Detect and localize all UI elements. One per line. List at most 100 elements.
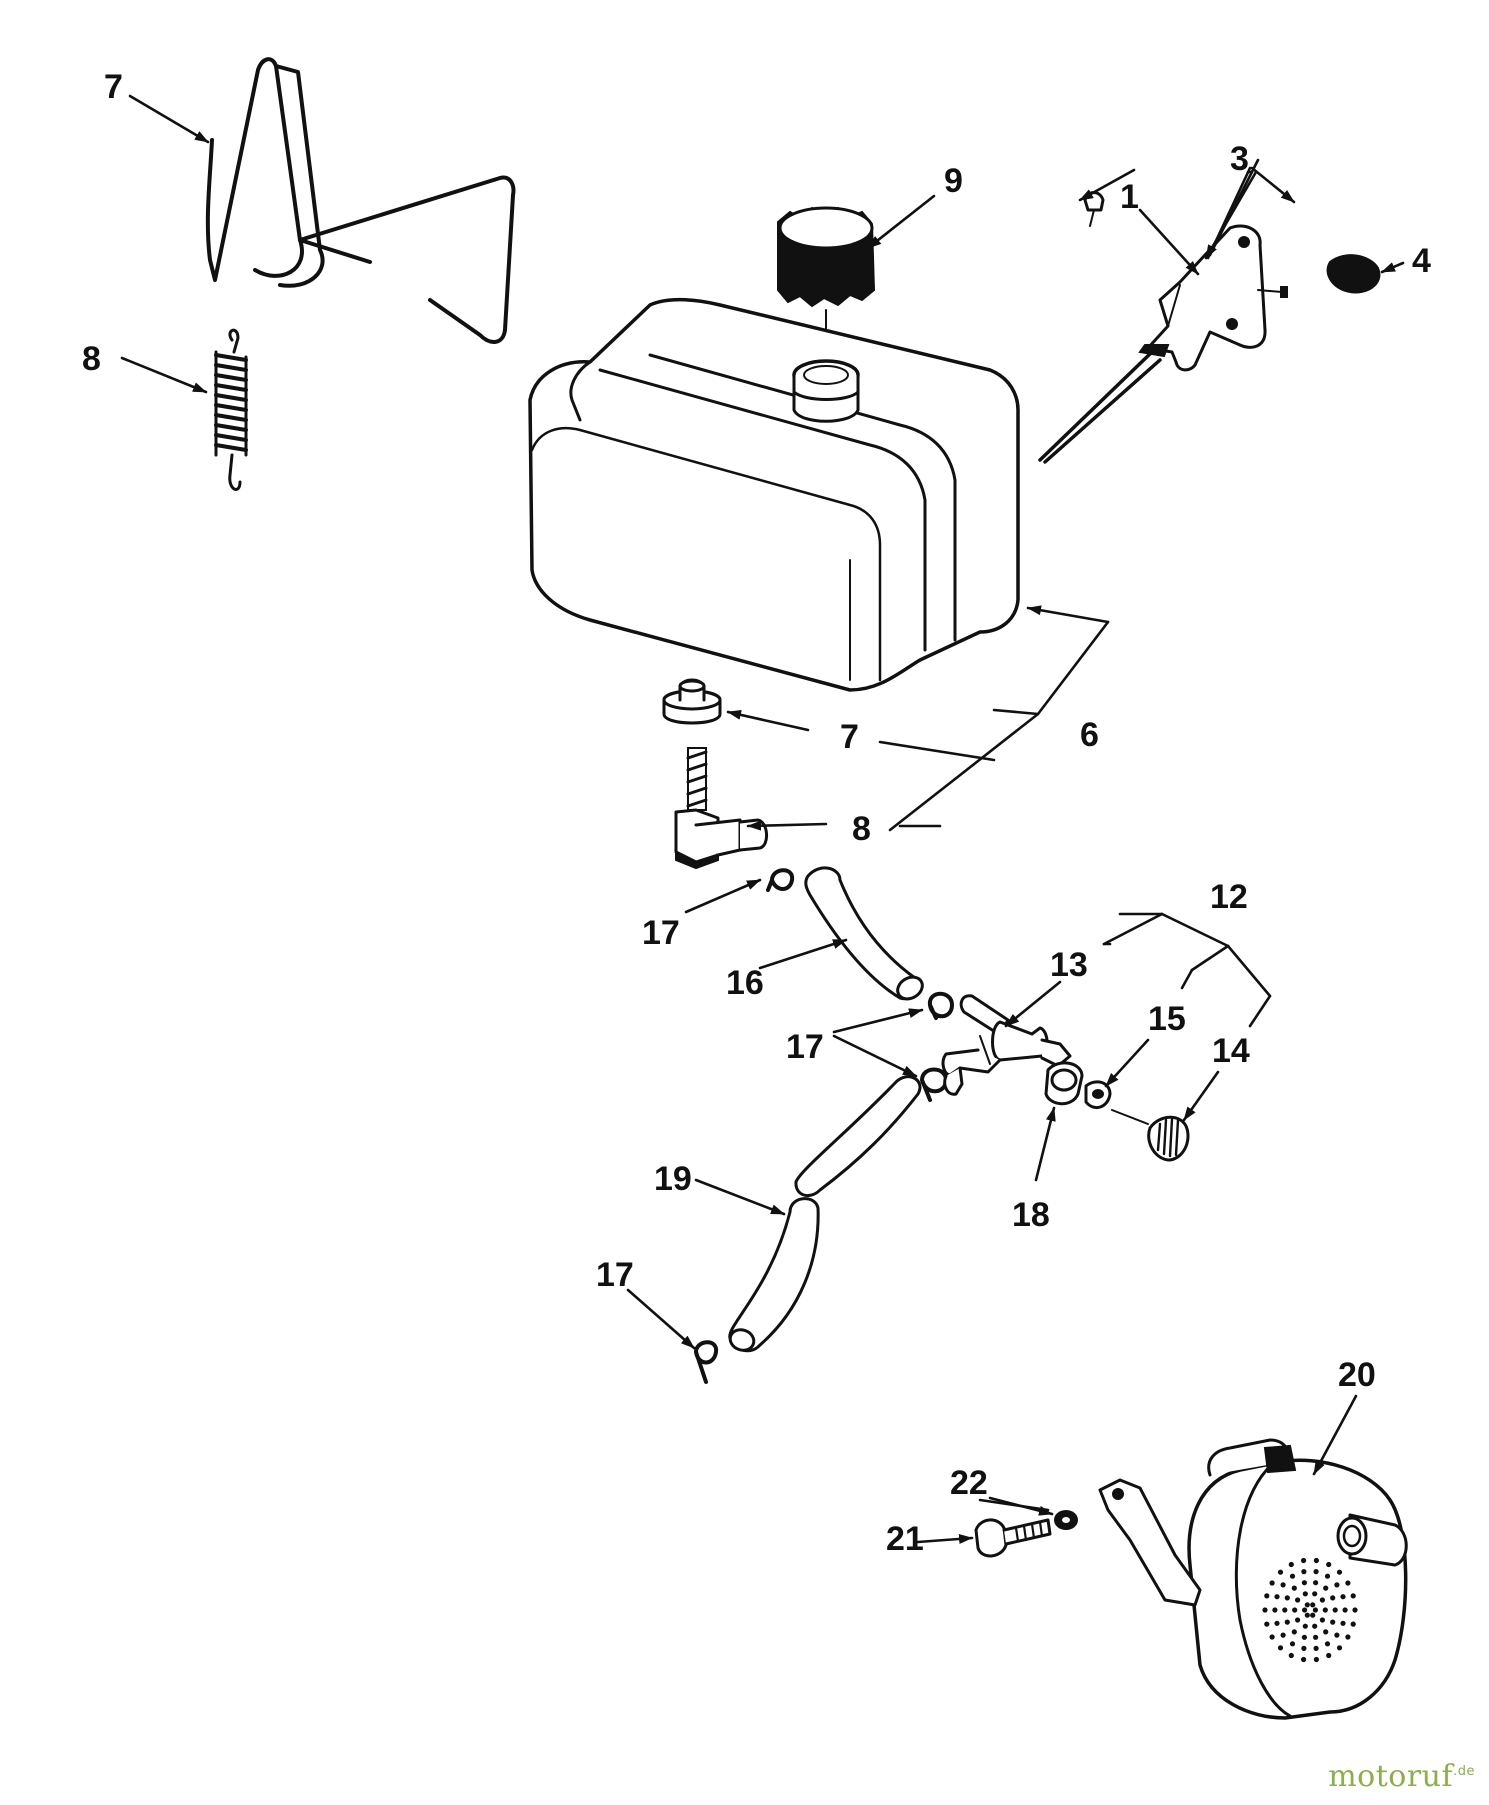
perforation-hole bbox=[1313, 1645, 1319, 1651]
perforation-hole bbox=[1284, 1619, 1290, 1625]
perforation-hole bbox=[1330, 1619, 1336, 1625]
perforation-hole bbox=[1277, 1645, 1284, 1651]
callout-8: 8 bbox=[852, 810, 871, 848]
perforation-hole bbox=[1291, 1629, 1297, 1635]
perforation-hole bbox=[1264, 1593, 1270, 1599]
perforation-hole bbox=[1301, 1569, 1307, 1575]
perforation-hole bbox=[1295, 1597, 1301, 1603]
callout-22: 22 bbox=[950, 1464, 988, 1502]
perforation-hole bbox=[1269, 1580, 1275, 1586]
perforation-hole bbox=[1301, 1557, 1307, 1564]
callout-21: 21 bbox=[886, 1520, 924, 1558]
perforation-hole bbox=[1324, 1641, 1331, 1647]
control-bracket-part-1 bbox=[1038, 224, 1288, 464]
nut-part-15 bbox=[1084, 1080, 1112, 1110]
perforation-hole bbox=[1313, 1656, 1319, 1663]
muffler-part-20 bbox=[1187, 1438, 1408, 1720]
callout-13: 13 bbox=[1050, 946, 1088, 984]
mounting-bracket-part-20 bbox=[1098, 1478, 1202, 1607]
perforation-hole bbox=[1302, 1591, 1308, 1597]
perforation-hole bbox=[1274, 1620, 1280, 1626]
perforation-hole bbox=[1334, 1632, 1340, 1638]
shutoff-valve-part-8 bbox=[674, 747, 768, 870]
perforation-hole bbox=[1345, 1634, 1351, 1640]
perforation-hole bbox=[1301, 1656, 1307, 1663]
callout-9: 7 bbox=[104, 68, 123, 106]
perforation-hole bbox=[1295, 1617, 1301, 1623]
tee-fitting-part-13 bbox=[941, 994, 1072, 1096]
fuel-hose-part-19 bbox=[728, 1075, 922, 1353]
callout-14: 14 bbox=[1212, 1032, 1250, 1070]
perforation-hole bbox=[1352, 1607, 1358, 1613]
perforation-hole bbox=[1277, 1569, 1284, 1575]
leader-lines bbox=[120, 94, 1405, 1544]
perforation-hole bbox=[1326, 1652, 1332, 1659]
perforation-hole bbox=[1319, 1617, 1325, 1623]
perforation-hole bbox=[1310, 1612, 1316, 1618]
callout-labels: 7 8 9 1 3 4 6 7 8 17 16 17 12 13 15 14 1… bbox=[82, 68, 1431, 1558]
bushing-part-18 bbox=[1044, 1061, 1084, 1106]
callout-20: 20 bbox=[1338, 1356, 1376, 1394]
perforation-hole bbox=[1312, 1623, 1318, 1629]
perforation-hole bbox=[1319, 1597, 1325, 1603]
screw-part-3 bbox=[1083, 191, 1105, 227]
perforation-hole bbox=[1280, 1632, 1286, 1638]
perforation-hole bbox=[1313, 1557, 1319, 1564]
knob-part-4 bbox=[1326, 254, 1381, 294]
perforation-hole bbox=[1274, 1594, 1280, 1600]
perforation-hole bbox=[1302, 1607, 1308, 1613]
watermark-tld: .de bbox=[1453, 1764, 1475, 1779]
perforation-hole bbox=[1340, 1620, 1346, 1626]
perforation-hole bbox=[1280, 1582, 1286, 1588]
perforation-hole bbox=[1288, 1561, 1294, 1568]
perforation-hole bbox=[1269, 1634, 1275, 1640]
callout-3: 3 bbox=[1230, 140, 1249, 178]
perforation-hole bbox=[1312, 1591, 1318, 1597]
perforation-hole bbox=[1323, 1629, 1329, 1635]
callout-4: 4 bbox=[1412, 242, 1431, 280]
callout-1: 1 bbox=[1120, 178, 1139, 216]
callout-16: 16 bbox=[726, 964, 764, 1002]
perforation-hole bbox=[1272, 1607, 1278, 1613]
perforation-hole bbox=[1289, 1641, 1296, 1647]
perforation-hole bbox=[1289, 1573, 1296, 1579]
perforation-hole bbox=[1292, 1607, 1298, 1613]
perforation-hole bbox=[1284, 1595, 1290, 1601]
perforation-hole bbox=[1330, 1595, 1336, 1601]
perforation-hole bbox=[1345, 1580, 1351, 1586]
perforation-hole bbox=[1264, 1621, 1270, 1627]
grommet-part-7 bbox=[662, 678, 722, 725]
callout-17-b: 17 bbox=[786, 1028, 824, 1066]
perforation-hole bbox=[1326, 1561, 1332, 1568]
fuel-tank-part-6 bbox=[528, 297, 1020, 692]
perforation-hole bbox=[1350, 1593, 1356, 1599]
fuel-cap-part-11 bbox=[777, 206, 876, 361]
perforation-hole bbox=[1340, 1594, 1346, 1600]
spring-part-10 bbox=[214, 328, 248, 491]
perforation-hole bbox=[1304, 1602, 1310, 1608]
perforation-hole bbox=[1342, 1607, 1348, 1613]
perforation-hole bbox=[1291, 1585, 1297, 1591]
perforation-hole bbox=[1288, 1652, 1294, 1659]
callout-7: 7 bbox=[840, 718, 859, 756]
callout-18: 18 bbox=[1012, 1196, 1050, 1234]
washer-part-22 bbox=[1054, 1510, 1078, 1530]
callout-6: 6 bbox=[1080, 716, 1099, 754]
perforation-hole bbox=[1310, 1602, 1316, 1608]
callout-12: 12 bbox=[1210, 878, 1248, 916]
perforation-hole bbox=[1332, 1607, 1338, 1613]
bolt-part-21 bbox=[974, 1518, 1052, 1558]
perforation-hole bbox=[1301, 1634, 1307, 1640]
perforation-hole bbox=[1322, 1607, 1328, 1613]
perforation-hole bbox=[1304, 1612, 1310, 1618]
callout-10: 8 bbox=[82, 340, 101, 378]
perforation-hole bbox=[1313, 1634, 1319, 1640]
knob-part-14 bbox=[1111, 1109, 1190, 1162]
perforation-hole bbox=[1336, 1569, 1343, 1575]
perforation-hole bbox=[1313, 1569, 1319, 1575]
perforation-hole bbox=[1302, 1623, 1308, 1629]
hose-clamp-part-17 bbox=[920, 1067, 948, 1102]
perforation-hole bbox=[1334, 1582, 1340, 1588]
perforation-hole bbox=[1324, 1573, 1331, 1579]
